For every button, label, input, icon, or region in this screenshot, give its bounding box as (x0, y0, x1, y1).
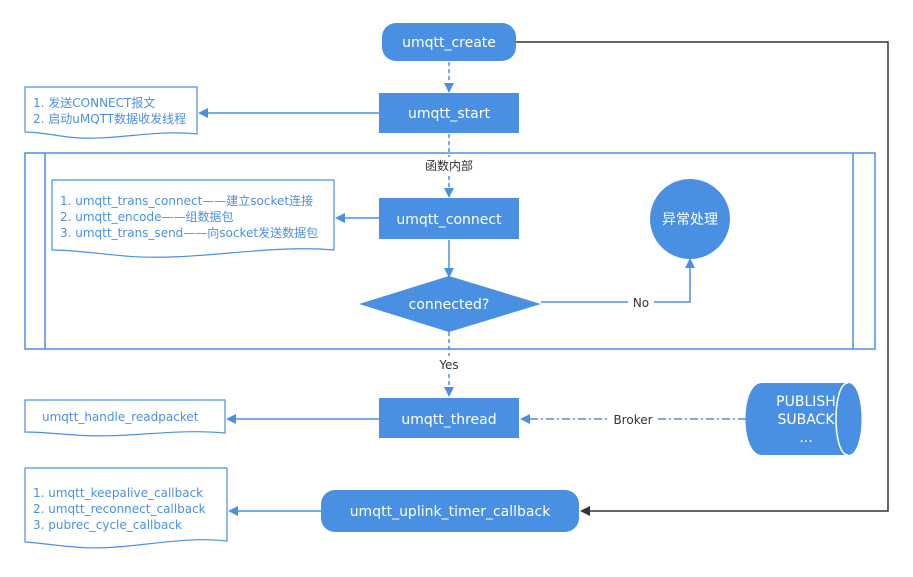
svg-text:1. 发送CONNECT报文: 1. 发送CONNECT报文 (33, 95, 155, 110)
note-start: 1. 发送CONNECT报文 2. 启动uMQTT数据收发线程 (24, 86, 198, 139)
edge-labels: 函数内部 No Yes Broker (418, 157, 658, 428)
svg-text:SUBACK: SUBACK (777, 412, 835, 428)
svg-text:2. umqtt_encode——组数据包: 2. umqtt_encode——组数据包 (60, 209, 234, 224)
svg-text:umqtt_start: umqtt_start (408, 106, 490, 122)
svg-text:3. pubrec_cycle_callback: 3. pubrec_cycle_callback (33, 518, 182, 532)
svg-text:umqtt_create: umqtt_create (402, 35, 496, 51)
note-uplink: 1. umqtt_keepalive_callback 2. umqtt_rec… (24, 467, 228, 549)
svg-text:PUBLISH: PUBLISH (776, 394, 836, 410)
note-thread: umqtt_handle_readpacket (24, 399, 226, 437)
node-uplink[interactable]: umqtt_uplink_timer_callback (321, 490, 579, 532)
svg-text:1. umqtt_keepalive_callback: 1. umqtt_keepalive_callback (33, 486, 203, 500)
label-no: No (633, 296, 649, 310)
svg-text:connected?: connected? (409, 297, 490, 313)
svg-text:umqtt_uplink_timer_callback: umqtt_uplink_timer_callback (350, 504, 552, 520)
edge-create-uplink (516, 41, 889, 516)
node-publish-storage[interactable]: PUBLISH SUBACK ... (745, 382, 862, 456)
label-yes: Yes (438, 358, 458, 372)
label-broker: Broker (613, 413, 652, 427)
svg-text:3. umqtt_trans_send——向socket发送: 3. umqtt_trans_send——向socket发送数据包 (60, 225, 318, 240)
svg-text:umqtt_thread: umqtt_thread (401, 412, 496, 428)
node-start[interactable]: umqtt_start (379, 93, 519, 133)
node-thread[interactable]: umqtt_thread (379, 398, 519, 438)
svg-text:2. umqtt_reconnect_callback: 2. umqtt_reconnect_callback (33, 502, 206, 516)
node-exception[interactable]: 异常处理 (650, 179, 730, 259)
svg-text:异常处理: 异常处理 (662, 212, 718, 228)
note-connect: 1. umqtt_trans_connect——建立socket连接 2. um… (51, 179, 335, 258)
edge-decision-exception (541, 258, 695, 303)
node-create[interactable]: umqtt_create (382, 23, 516, 61)
svg-text:2. 启动uMQTT数据收发线程: 2. 启动uMQTT数据收发线程 (33, 111, 186, 126)
node-connect[interactable]: umqtt_connect (379, 198, 519, 239)
svg-text:...: ... (799, 430, 812, 446)
node-decision[interactable]: connected? (359, 276, 541, 332)
svg-text:umqtt_connect: umqtt_connect (396, 212, 502, 228)
svg-text:umqtt_handle_readpacket: umqtt_handle_readpacket (42, 410, 199, 424)
svg-text:1. umqtt_trans_connect——建立sock: 1. umqtt_trans_connect——建立socket连接 (60, 193, 313, 208)
label-subprocess: 函数内部 (425, 158, 473, 173)
subprocess-frame (24, 152, 876, 350)
